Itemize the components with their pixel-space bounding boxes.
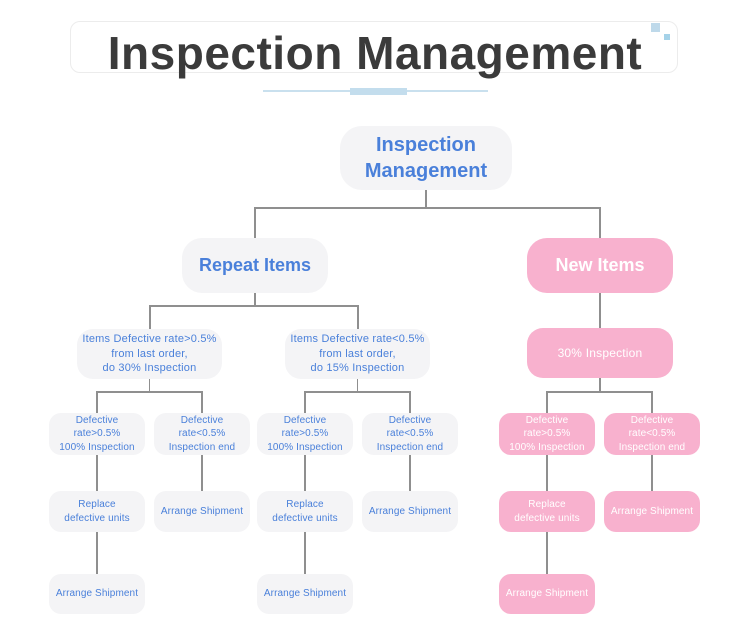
node-root: Inspection Management (340, 126, 512, 190)
node-g2-defective-low: Defective rate<0.5% Inspection end (362, 413, 458, 455)
connector-l5-l6 (304, 532, 306, 574)
connector-repeat-horizontal (149, 305, 359, 307)
connector-l4-l5 (409, 455, 411, 491)
node-g1-defective-low: Defective rate<0.5% Inspection end (154, 413, 250, 455)
connector-l4-l5 (546, 455, 548, 491)
connector-g3-stem (599, 378, 601, 391)
connector-l5-l6 (96, 532, 98, 574)
connector-g3-drop-b (651, 391, 653, 413)
node-g3-arrange-shipment-b: Arrange Shipment (604, 491, 700, 532)
connector-repeat-stem (254, 293, 256, 305)
node-g3-defective-low: Defective rate<0.5% Inspection end (604, 413, 700, 455)
title-underline-accent (350, 88, 407, 95)
node-g1-arrange-shipment-b: Arrange Shipment (154, 491, 250, 532)
connector-drop-g1 (149, 305, 151, 329)
connector-l5-l6 (546, 532, 548, 574)
connector-new-stem (599, 293, 601, 328)
connector-g1-drop-b (201, 391, 203, 413)
page-title: Inspection Management (107, 27, 643, 79)
connector-g2-stem (356, 379, 359, 391)
connector-main-horizontal (254, 207, 601, 209)
connector-drop-new (599, 207, 601, 238)
connector-l4-l5 (96, 455, 98, 491)
node-g2-replace-units: Replace defective units (257, 491, 353, 532)
node-g3-30-inspection: 30% Inspection (527, 328, 673, 378)
node-new-items: New Items (527, 238, 673, 293)
connector-g1-stem (148, 379, 151, 391)
decor-square-icon (664, 34, 670, 40)
connector-l4-l5 (651, 455, 653, 491)
node-g1-defective-high: Defective rate>0.5% 100% Inspection (49, 413, 145, 455)
node-g2-arrange-shipment-a: Arrange Shipment (257, 574, 353, 614)
node-repeat-items: Repeat Items (182, 238, 328, 293)
node-g2-arrange-shipment-b: Arrange Shipment (362, 491, 458, 532)
decor-square-icon (651, 23, 660, 32)
node-g1-arrange-shipment-a: Arrange Shipment (49, 574, 145, 614)
node-g3-replace-units: Replace defective units (499, 491, 595, 532)
connector-drop-g2 (357, 305, 359, 329)
connector-drop-repeat (254, 207, 256, 238)
connector-l4-l5 (304, 455, 306, 491)
connector-g2-drop-b (409, 391, 411, 413)
node-g3-arrange-shipment-a: Arrange Shipment (499, 574, 595, 614)
node-g2-defective-high: Defective rate>0.5% 100% Inspection (257, 413, 353, 455)
connector-g1-horizontal (96, 391, 203, 393)
connector-l4-l5 (201, 455, 203, 491)
connector-g3-drop-a (546, 391, 548, 413)
node-g1-replace-units: Replace defective units (49, 491, 145, 532)
connector-g3-horizontal (546, 391, 653, 393)
connector-g1-drop-a (96, 391, 98, 413)
connector-g2-drop-a (304, 391, 306, 413)
connector-g2-horizontal (304, 391, 411, 393)
node-g2-header: Items Defective rate<0.5% from last orde… (285, 329, 430, 379)
node-g3-defective-high: Defective rate>0.5% 100% Inspection (499, 413, 595, 455)
node-g1-header: Items Defective rate>0.5% from last orde… (77, 329, 222, 379)
title-card (70, 21, 678, 73)
connector-root-stem (425, 190, 427, 207)
